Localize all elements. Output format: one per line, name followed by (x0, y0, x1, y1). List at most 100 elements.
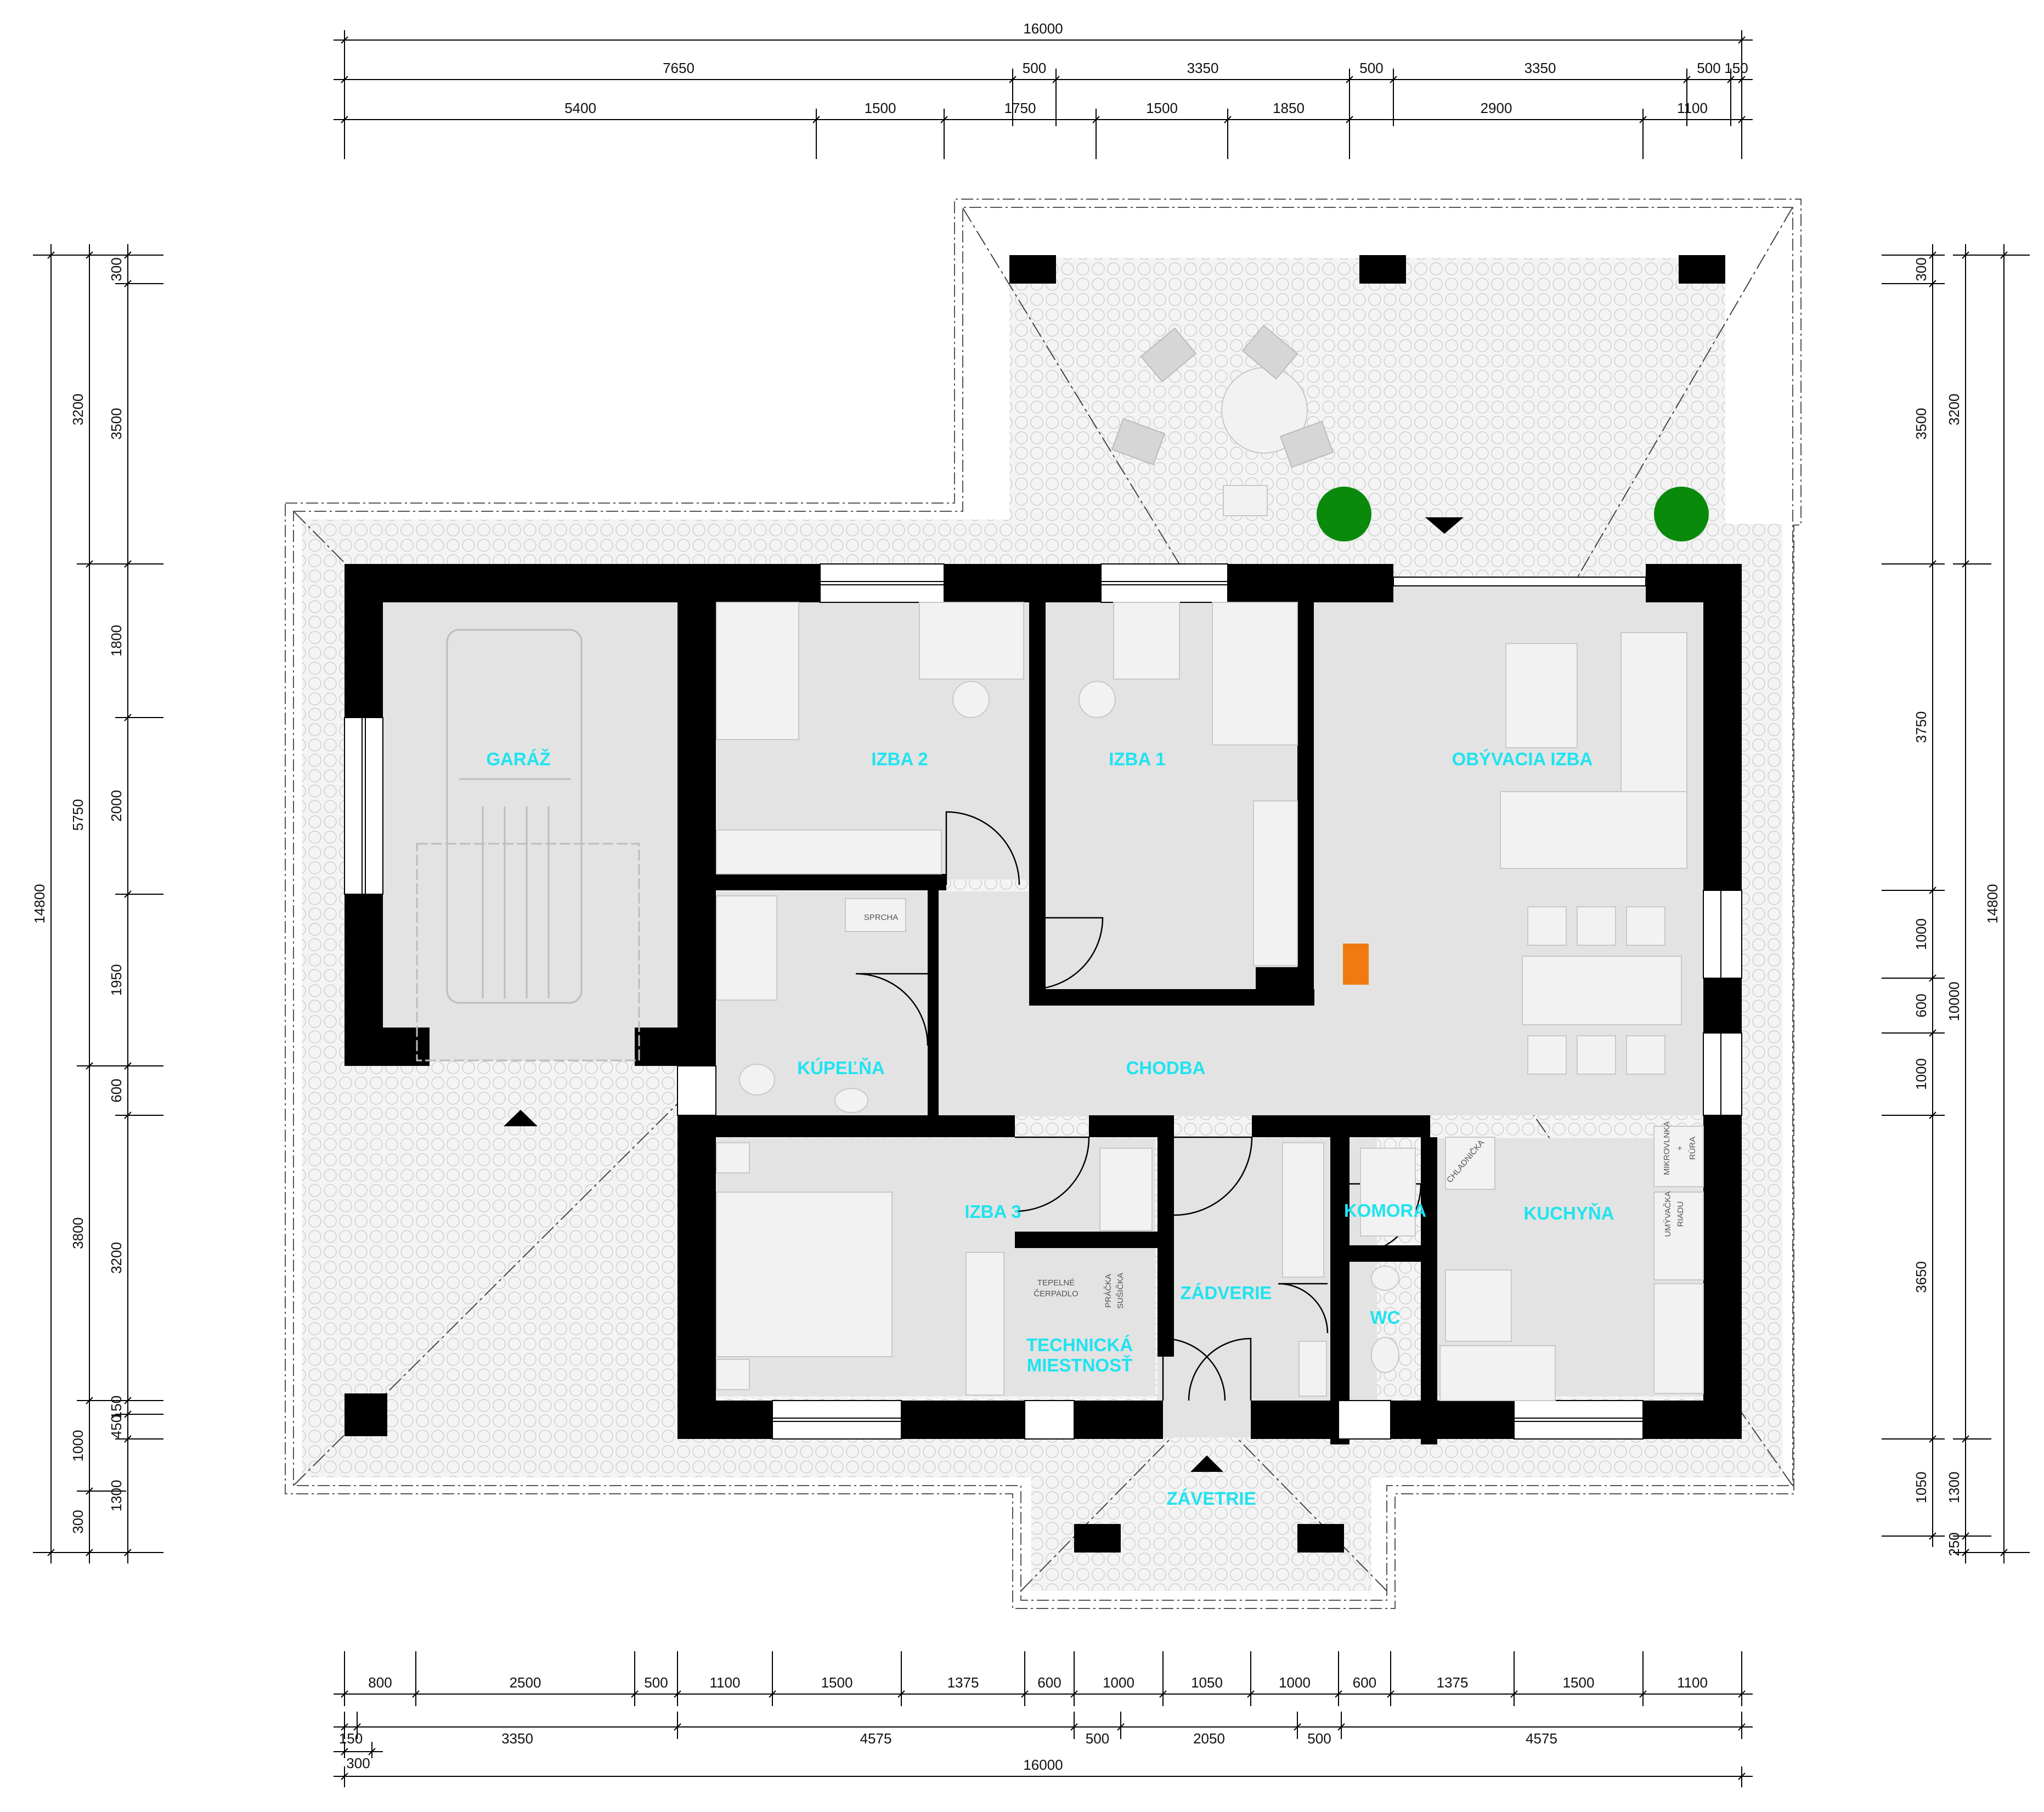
windows (344, 563, 1742, 1440)
microwave-label-2: + (1675, 1145, 1685, 1150)
dimension-line (353, 1723, 361, 1731)
room-label-bathroom: KÚPEĽŇA (797, 1058, 885, 1078)
dimension-line (1294, 1723, 1301, 1731)
room-label-izba-1: IZBA 1 (1109, 749, 1165, 769)
dimension-label: 150 (108, 1396, 125, 1419)
dimension-line (1052, 76, 1060, 83)
dimension-label: 3750 (1913, 712, 1929, 743)
heat-pump-label-1: TEPELNÉ (1037, 1278, 1075, 1288)
dimension-line (1117, 1723, 1125, 1731)
dimension-label: 3800 (70, 1217, 86, 1249)
dimension-line (1247, 1690, 1255, 1698)
dimension-line (341, 76, 348, 83)
dimension-label: 16000 (1023, 20, 1063, 37)
dishwasher-label-1: UMÝVAČKA (1663, 1191, 1673, 1237)
dimension-label: 1500 (1146, 100, 1178, 116)
dimension-line (631, 1690, 639, 1698)
dimension-line (86, 1062, 93, 1070)
dimension-label: 3650 (1913, 1261, 1929, 1293)
dimension-line (1929, 1532, 1936, 1540)
dimension-line (1738, 76, 1746, 83)
dimension-line (124, 714, 132, 721)
dimension-line (1070, 1690, 1078, 1698)
dishwasher-label-2: RIADU (1676, 1201, 1685, 1227)
dimension-label: 3350 (1524, 60, 1556, 76)
room-labels: GARÁŽ IZBA 2 IZBA 1 OBÝVACIA IZBA KÚPEĽŇ… (486, 749, 1614, 1509)
dimension-label: 7650 (663, 60, 694, 76)
dimension-label: 600 (1037, 1674, 1061, 1691)
car-icon (416, 629, 640, 1062)
dimension-line (1390, 76, 1397, 83)
dimension-line (1224, 116, 1232, 123)
plant-icon (1317, 487, 1709, 541)
dimension-line (1962, 560, 1969, 568)
dimension-line (86, 251, 93, 259)
dimension-line (2000, 1549, 2008, 1556)
dimension-line (1009, 76, 1017, 83)
dimension-label: 1100 (1677, 1674, 1708, 1691)
dimension-line (412, 1690, 420, 1698)
dimension-label: 3200 (1946, 394, 1962, 426)
room-label-izba-2: IZBA 2 (871, 749, 928, 769)
dimension-line (1962, 251, 1969, 259)
dimension-line (2000, 251, 2008, 259)
dimension-line (1639, 1690, 1647, 1698)
entrance-arrow-icon (504, 517, 1464, 1472)
washer-label: PRÁČKA (1104, 1274, 1113, 1308)
dimension-label: 1100 (710, 1674, 741, 1691)
dimension-line (341, 36, 348, 44)
dimension-label: 4575 (1526, 1730, 1557, 1747)
dimension-label: 800 (368, 1674, 392, 1691)
dimension-line (124, 251, 132, 259)
dimension-label: 3500 (108, 408, 125, 440)
dimension-label: 1500 (821, 1674, 853, 1691)
dimension-line (1335, 1690, 1342, 1698)
room-label-porch: ZÁVETRIE (1166, 1488, 1256, 1509)
dimension-line (47, 1549, 55, 1556)
dimension-label: 600 (1913, 994, 1929, 1017)
dimension-line (124, 1111, 132, 1119)
dimension-line (1070, 1723, 1078, 1731)
dimension-line (1346, 116, 1353, 123)
dimension-line (124, 1410, 132, 1418)
dimension-label: 150 (339, 1730, 363, 1747)
dimension-label: 14800 (31, 884, 48, 923)
dimension-label: 1000 (1103, 1674, 1134, 1691)
dimension-line (1159, 1690, 1167, 1698)
dimension-line (674, 1690, 681, 1698)
dimension-line (1929, 1029, 1936, 1037)
dimension-line (124, 1549, 132, 1556)
dimension-line (86, 1397, 93, 1404)
patio-chairs (1111, 324, 1334, 468)
dimension-label: 500 (1697, 60, 1720, 76)
dimension-line (368, 1748, 376, 1755)
dimension-line (1929, 1111, 1936, 1119)
dimension-line (124, 1062, 132, 1070)
dimension-label: 4575 (860, 1730, 892, 1747)
dimension-line (1738, 1723, 1746, 1731)
dimension-line (341, 1690, 348, 1698)
dimension-label: 600 (1353, 1674, 1376, 1691)
dimension-label: 2000 (108, 790, 125, 822)
dimension-label: 1950 (108, 964, 125, 996)
room-label-pantry: KOMORA (1344, 1200, 1426, 1221)
dimension-label: 3200 (108, 1242, 125, 1274)
dimension-line (1929, 1435, 1936, 1443)
dimension-line (1387, 1690, 1394, 1698)
dimension-label: 1000 (1279, 1674, 1311, 1691)
dimension-line (47, 251, 55, 259)
dimension-line (86, 560, 93, 568)
dimension-line (1683, 76, 1691, 83)
room-label-technical-2: MIESTNOSŤ (1027, 1355, 1133, 1375)
dimension-label: 1750 (1004, 100, 1036, 116)
dimension-line (1738, 116, 1746, 123)
dimension-line (124, 560, 132, 568)
dimension-line (1929, 280, 1936, 287)
dimension-label: 1050 (1913, 1472, 1929, 1504)
dimension-label: 1375 (947, 1674, 979, 1691)
dimension-label: 300 (1913, 257, 1929, 281)
dimension-line (1962, 1549, 1969, 1556)
dimension-label: 2050 (1193, 1730, 1225, 1747)
dimension-line (1929, 560, 1936, 568)
dimension-label: 2500 (510, 1674, 541, 1691)
